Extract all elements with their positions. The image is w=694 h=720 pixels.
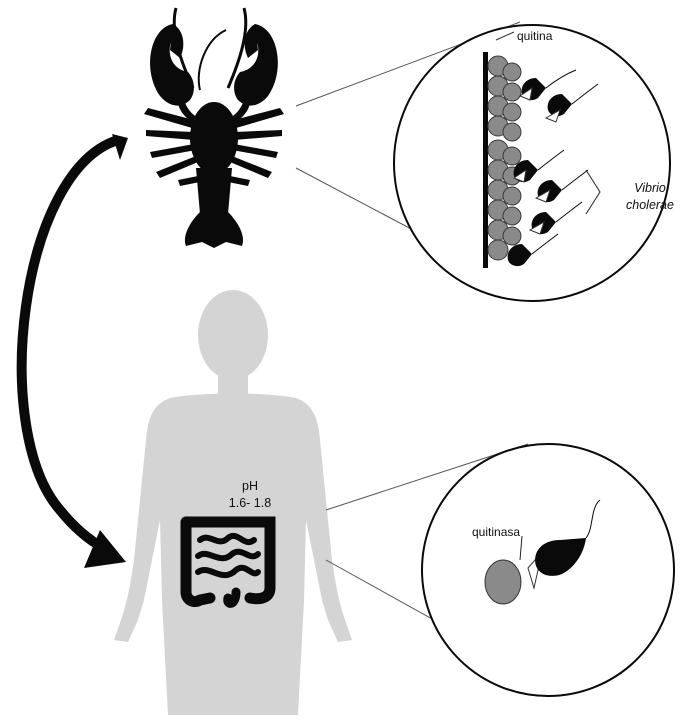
label-ph-line2: 1.6- 1.8 [200,495,300,512]
crayfish-icon [144,8,284,248]
label-ph: pH 1.6- 1.8 [200,478,300,512]
chitin-particle [485,560,521,604]
label-chitin: quitina [517,29,552,43]
label-vibrio-line2: cholerae [610,197,690,214]
chitin-surface [483,52,488,268]
transmission-arrow [22,134,128,568]
chitin-balls [488,56,521,260]
label-vibrio-line1: Vibrio [610,180,690,197]
label-ph-line1: pH [200,478,300,495]
chitin-zoom-circle [394,25,670,301]
label-vibrio-cholerae: Vibrio cholerae [610,180,690,214]
label-chitinase: quitinasa [472,525,520,539]
